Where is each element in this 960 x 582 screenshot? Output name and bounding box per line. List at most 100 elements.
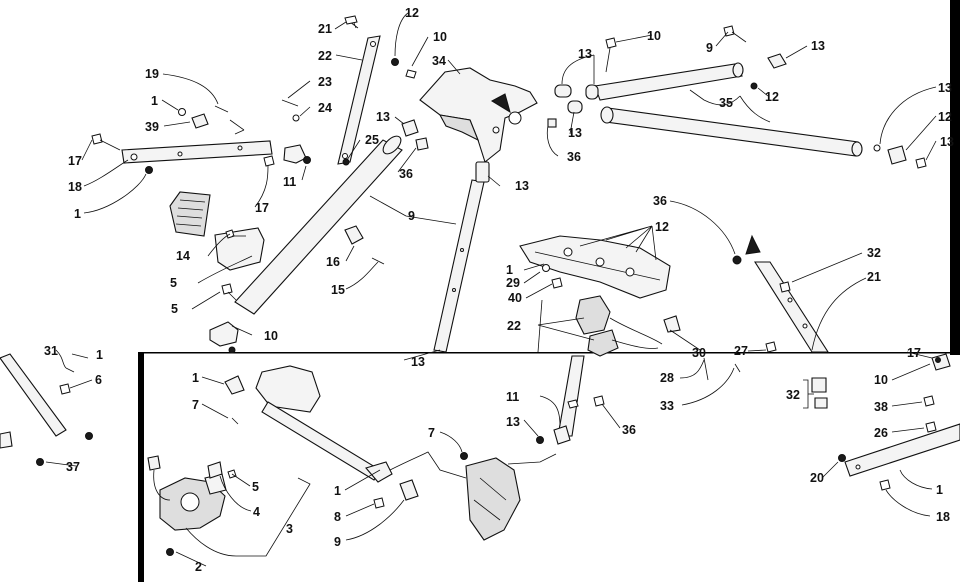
center-crossmember	[519, 235, 671, 299]
callout: 12	[938, 110, 952, 124]
callout: 13	[938, 81, 952, 95]
upper-steering-shaft	[234, 135, 403, 315]
intermediate-shaft	[433, 161, 490, 353]
callout: 13	[568, 126, 582, 140]
callout: 5	[171, 302, 178, 316]
callout-labels: 21 12 10 22 34 23 24 19 1 39 17 18 1 25 …	[44, 6, 954, 574]
clamp-7-lower	[399, 479, 419, 501]
callout: 23	[318, 75, 332, 89]
callout: 7	[192, 398, 199, 412]
callout: 13	[376, 110, 390, 124]
direction-arrow-right	[745, 234, 761, 255]
callout: 36	[622, 423, 636, 437]
lower-shaft	[557, 355, 585, 437]
callout: 39	[145, 120, 159, 134]
callout: 13	[940, 135, 954, 149]
callout: 4	[253, 505, 260, 519]
right-frame-rail	[844, 423, 960, 477]
lower-u-joint	[465, 457, 521, 541]
clip-15	[344, 225, 364, 245]
pitman-bracket-22	[337, 35, 381, 165]
callout: 1	[334, 484, 341, 498]
callout: 40	[508, 291, 522, 305]
callout: 19	[145, 67, 159, 81]
callout: 21	[318, 22, 332, 36]
callout: 34	[432, 54, 446, 68]
steering-module-16	[169, 191, 265, 271]
lower-bracket-assembly	[255, 365, 393, 483]
callout: 1	[74, 207, 81, 221]
right-frame-bar	[950, 0, 960, 355]
callout: 9	[334, 535, 341, 549]
callout: 13	[506, 415, 520, 429]
tilt-bracket	[419, 67, 538, 163]
callout: 10	[433, 30, 447, 44]
callout: 10	[874, 373, 888, 387]
callout: 32	[867, 246, 881, 260]
wiring-harness-30	[575, 295, 663, 357]
callout: 18	[936, 510, 950, 524]
callout: 10	[647, 29, 661, 43]
callout: 25	[365, 133, 379, 147]
callout: 3	[286, 522, 293, 536]
callout: 20	[810, 471, 824, 485]
callout: 28	[660, 371, 674, 385]
callout: 31	[44, 344, 58, 358]
callout: 17	[68, 154, 82, 168]
callout: 11	[283, 175, 296, 189]
callout: 35	[719, 96, 733, 110]
callout: 13	[411, 355, 425, 369]
callout: 24	[318, 101, 332, 115]
callout: 1	[936, 483, 943, 497]
callout: 22	[318, 49, 332, 63]
callout: 5	[170, 276, 177, 290]
callout: 13	[515, 179, 529, 193]
callout: 22	[507, 319, 521, 333]
fitting-31	[811, 377, 828, 409]
left-support-arm	[121, 140, 273, 164]
clamp-7-upper	[224, 375, 245, 395]
callout: 12	[655, 220, 669, 234]
callout: 10	[264, 329, 278, 343]
right-bracket-22	[754, 261, 830, 353]
callout: 17	[907, 346, 921, 360]
callout: 27	[734, 344, 748, 358]
callout: 1	[96, 348, 103, 362]
callout: 32	[786, 388, 800, 402]
callout: 18	[68, 180, 82, 194]
callout: 37	[66, 460, 80, 474]
callout: 36	[567, 150, 581, 164]
callout: 13	[811, 39, 825, 53]
callout: 17	[255, 201, 269, 215]
callout: 21	[867, 270, 881, 284]
left-edge-arm	[0, 353, 67, 449]
callout: 5	[252, 480, 259, 494]
yoke-13	[209, 321, 239, 347]
callout: 6	[95, 373, 102, 387]
callout: 16	[326, 255, 340, 269]
callout: 33	[660, 399, 674, 413]
callout: 7	[428, 426, 435, 440]
callout: 29	[506, 276, 520, 290]
left-frame-bar	[138, 353, 144, 582]
callout: 8	[334, 510, 341, 524]
bushings-13-upper	[547, 84, 599, 128]
callout: 36	[399, 167, 413, 181]
callout: 36	[653, 194, 667, 208]
callout: 1	[192, 371, 199, 385]
callout: 13	[578, 47, 592, 61]
top-frame-line	[138, 352, 950, 354]
callout: 1	[151, 94, 158, 108]
callout: 26	[874, 426, 888, 440]
callout: 1	[506, 263, 513, 277]
clamp-11	[283, 144, 307, 164]
eps-motor	[147, 455, 227, 531]
callout: 14	[176, 249, 190, 263]
callout: 15	[331, 283, 345, 297]
leader-lines	[45, 12, 937, 567]
callout: 38	[874, 400, 888, 414]
callout: 30	[692, 346, 706, 360]
callout: 11	[506, 390, 519, 404]
callout: 9	[706, 41, 713, 55]
